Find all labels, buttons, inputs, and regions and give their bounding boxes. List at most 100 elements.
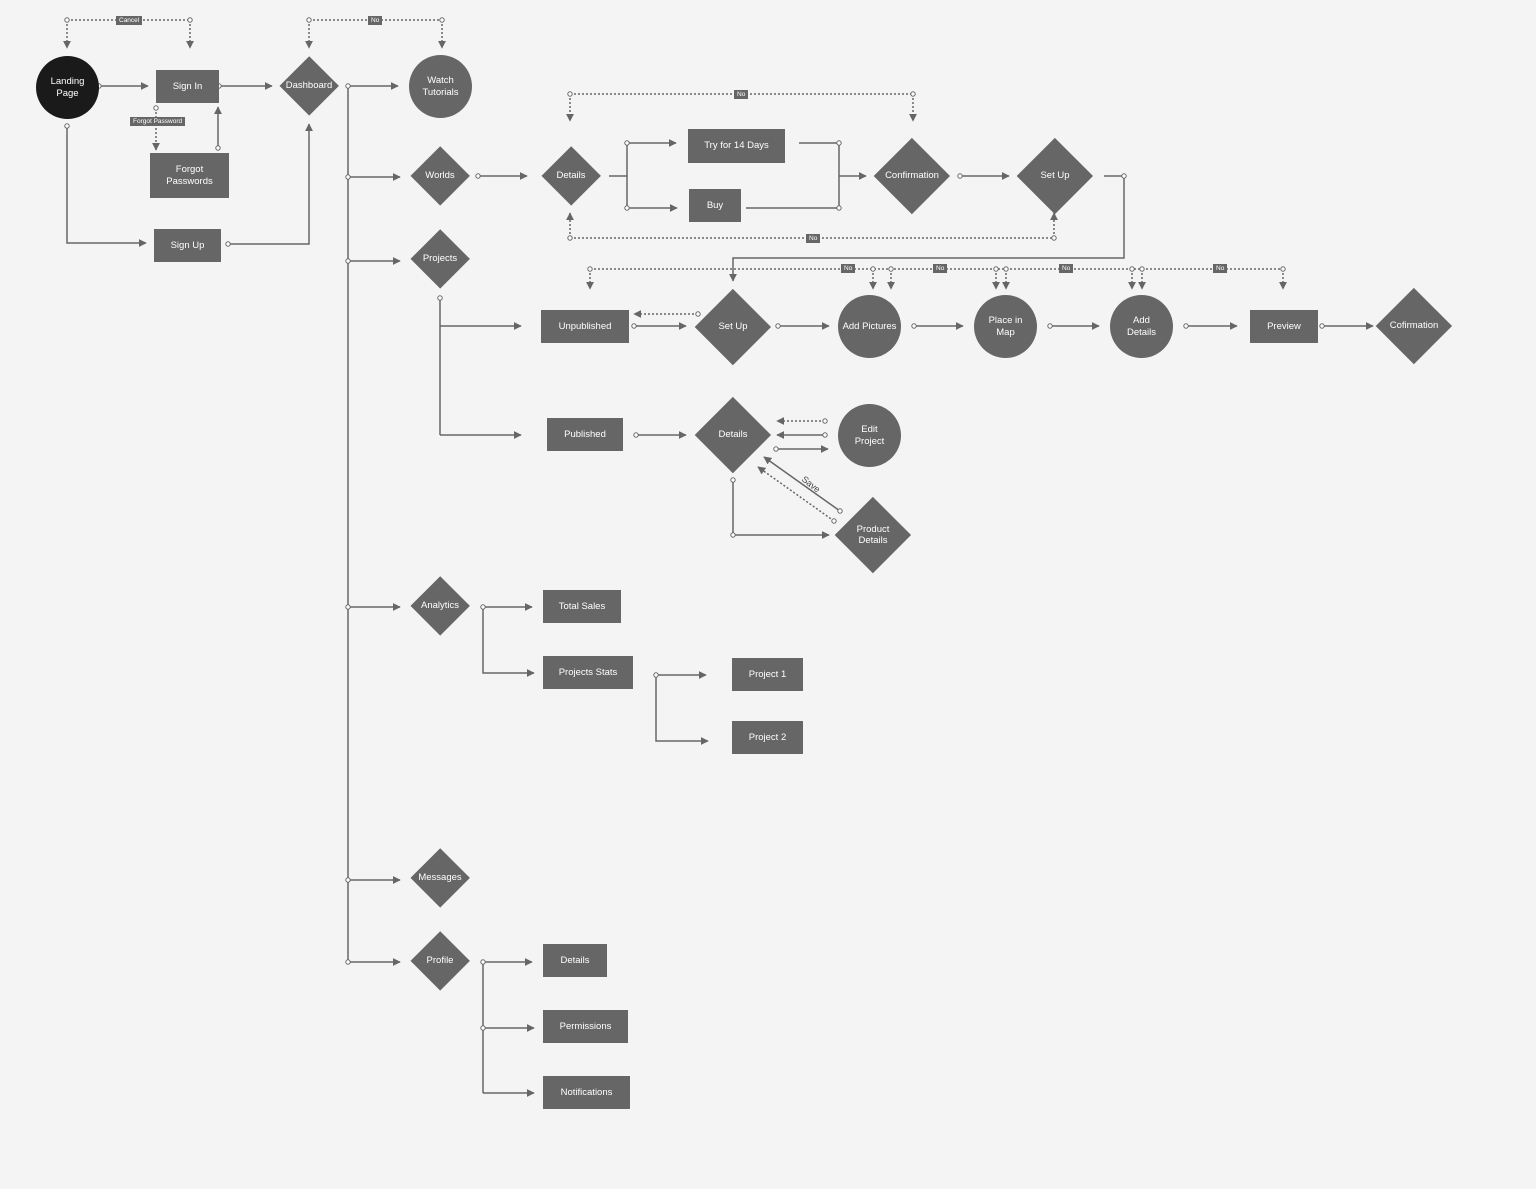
published-details-label: Details bbox=[718, 429, 748, 441]
add-pictures-node[interactable]: Add Pictures bbox=[838, 295, 901, 358]
connector-64 bbox=[655, 675, 709, 745]
connector-dot-32 bbox=[911, 323, 917, 329]
published-node[interactable]: Published bbox=[547, 418, 623, 451]
no-tag-map: No bbox=[1059, 264, 1074, 273]
projects-label: Projects bbox=[422, 253, 458, 265]
no-tag-pictures: No bbox=[933, 264, 948, 273]
landing-page-node[interactable]: Landing Page bbox=[36, 56, 99, 119]
projects-stats-label: Projects Stats bbox=[558, 666, 618, 678]
confirmation-label: Confirmation bbox=[885, 170, 939, 182]
cancel-tag: Cancel bbox=[116, 16, 143, 25]
unpublished-node[interactable]: Unpublished bbox=[541, 310, 629, 343]
connector-6 bbox=[228, 123, 313, 245]
profile-node[interactable]: Profile bbox=[410, 931, 470, 991]
landing-page-label: Landing Page bbox=[50, 76, 85, 99]
setup-top-label: Set Up bbox=[1040, 170, 1070, 182]
edit-project-node[interactable]: Edit Project bbox=[838, 404, 901, 467]
place-in-map-node[interactable]: Place in Map bbox=[974, 295, 1037, 358]
connector-dot-16 bbox=[345, 959, 351, 965]
edit-project-label: Edit Project bbox=[854, 424, 885, 447]
connector-dot-14 bbox=[345, 604, 351, 610]
worlds-label: Worlds bbox=[425, 170, 455, 182]
confirmation-node[interactable]: Confirmation bbox=[874, 138, 950, 214]
worlds-details-node[interactable]: Details bbox=[541, 146, 601, 206]
sign-up-label: Sign Up bbox=[170, 239, 205, 251]
project-2-node[interactable]: Project 2 bbox=[732, 721, 803, 754]
dashboard-label: Dashboard bbox=[285, 80, 333, 92]
watch-tutorials-label: Watch Tutorials bbox=[422, 75, 459, 98]
project-1-label: Project 1 bbox=[748, 668, 787, 680]
no-tag-details-bottom: No bbox=[806, 234, 821, 243]
worlds-details-label: Details bbox=[556, 170, 586, 182]
connector-dot-38 bbox=[888, 266, 894, 272]
setup-mid-node[interactable]: Set Up bbox=[695, 289, 771, 365]
forgot-passwords-node[interactable]: Forgot Passwords bbox=[150, 153, 229, 198]
projects-node[interactable]: Projects bbox=[410, 229, 470, 289]
profile-details-node[interactable]: Details bbox=[543, 944, 607, 977]
dashboard-node[interactable]: Dashboard bbox=[279, 56, 339, 116]
connector-dot-22 bbox=[957, 173, 963, 179]
place-in-map-label: Place in Map bbox=[988, 315, 1023, 338]
add-pictures-label: Add Pictures bbox=[842, 320, 897, 332]
connector-dot-41 bbox=[1129, 266, 1135, 272]
no-tag-details-top: No bbox=[734, 90, 749, 99]
connector-dot-42 bbox=[1139, 266, 1145, 272]
product-details-label: Product Details bbox=[856, 523, 890, 546]
product-details-node[interactable]: Product Details bbox=[835, 497, 911, 573]
add-details-label: Add Details bbox=[1126, 315, 1157, 338]
profile-details-label: Details bbox=[560, 954, 590, 966]
messages-label: Messages bbox=[418, 872, 462, 884]
connector-dot-29 bbox=[631, 323, 637, 329]
connector-dot-33 bbox=[1047, 323, 1053, 329]
connector-dot-13 bbox=[345, 258, 351, 264]
worlds-node[interactable]: Worlds bbox=[410, 146, 470, 206]
connector-dot-47 bbox=[773, 446, 779, 452]
connector-dot-24 bbox=[910, 91, 916, 97]
connector-dot-26 bbox=[1051, 235, 1057, 241]
no-tag-preview: No bbox=[1213, 264, 1228, 273]
forgot-passwords-label: Forgot Passwords bbox=[166, 164, 213, 187]
connector-34 bbox=[729, 175, 1125, 282]
project-1-node[interactable]: Project 1 bbox=[732, 658, 803, 691]
projects-stats-node[interactable]: Projects Stats bbox=[543, 656, 633, 689]
no-tag-dashboard: No bbox=[368, 16, 383, 25]
notifications-node[interactable]: Notifications bbox=[543, 1076, 630, 1109]
connector-dot-55 bbox=[480, 1025, 486, 1031]
connector-dot-15 bbox=[345, 877, 351, 883]
cofirmation-label: Cofirmation bbox=[1389, 320, 1439, 332]
connector-dot-37 bbox=[870, 266, 876, 272]
try-14-days-node[interactable]: Try for 14 Days bbox=[688, 129, 785, 163]
connector-dot-23 bbox=[567, 91, 573, 97]
connector-dot-36 bbox=[587, 266, 593, 272]
add-details-node[interactable]: Add Details bbox=[1110, 295, 1173, 358]
setup-top-node[interactable]: Set Up bbox=[1017, 138, 1093, 214]
analytics-node[interactable]: Analytics bbox=[410, 576, 470, 636]
buy-node[interactable]: Buy bbox=[689, 189, 741, 222]
watch-tutorials-node[interactable]: Watch Tutorials bbox=[409, 55, 472, 118]
connector-dot-45 bbox=[822, 418, 828, 424]
connector-dot-19 bbox=[624, 205, 630, 211]
published-details-node[interactable]: Details bbox=[695, 397, 771, 473]
connector-dot-6 bbox=[215, 145, 221, 151]
connector-dot-53 bbox=[653, 672, 659, 678]
connector-dot-31 bbox=[775, 323, 781, 329]
connector-dot-3 bbox=[64, 123, 70, 129]
total-sales-node[interactable]: Total Sales bbox=[543, 590, 621, 623]
connector-dot-20 bbox=[836, 140, 842, 146]
connector-dot-11 bbox=[345, 83, 351, 89]
preview-label: Preview bbox=[1267, 320, 1301, 332]
preview-node[interactable]: Preview bbox=[1250, 310, 1318, 343]
connector-dot-25 bbox=[567, 235, 573, 241]
forgot-password-tag: Forgot Password bbox=[130, 117, 186, 126]
messages-node[interactable]: Messages bbox=[410, 848, 470, 908]
connector-dot-4 bbox=[225, 241, 231, 247]
connector-dot-34 bbox=[1183, 323, 1189, 329]
cofirmation-node[interactable]: Cofirmation bbox=[1376, 288, 1452, 364]
connector-dot-52 bbox=[480, 604, 486, 610]
sign-in-node[interactable]: Sign In bbox=[156, 70, 219, 103]
connector-dot-44 bbox=[633, 432, 639, 438]
sign-up-node[interactable]: Sign Up bbox=[154, 229, 221, 262]
permissions-node[interactable]: Permissions bbox=[543, 1010, 628, 1043]
